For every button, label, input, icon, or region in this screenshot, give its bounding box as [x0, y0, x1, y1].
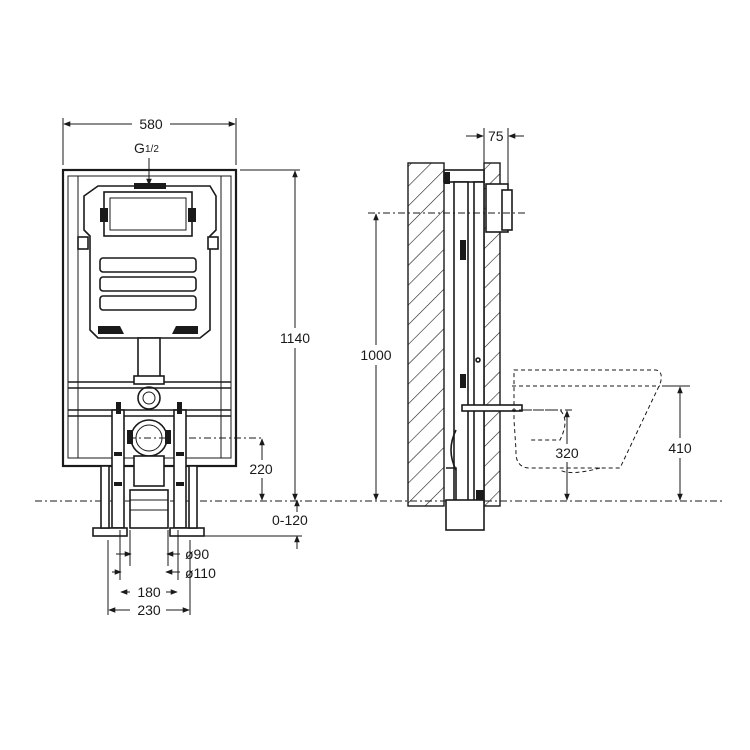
dim-depth: 75 — [466, 128, 524, 184]
pipe-d2-label: ø110 — [185, 565, 216, 581]
height-outlet-label: 320 — [555, 445, 579, 461]
dim-pipe-diameters: ø90 ø110 — [112, 530, 216, 581]
dim-connection: G 1/2 — [134, 140, 159, 186]
dim-bowl-height: 410 — [660, 385, 700, 501]
front-view: 580 G 1/2 1140 220 0-120 — [61, 114, 318, 618]
height-bowl-label: 410 — [668, 440, 692, 456]
width-label: 580 — [139, 116, 163, 132]
depth-label: 75 — [488, 128, 504, 144]
dim-adjust-range: 0-120 — [200, 499, 308, 549]
wall-left — [407, 162, 445, 507]
adjust-range-label: 0-120 — [272, 512, 308, 528]
dim-button-height: 1000 — [352, 212, 526, 501]
toilet-bowl — [512, 369, 662, 474]
frame-profile — [443, 169, 523, 531]
spacing1-label: 180 — [137, 584, 161, 600]
dim-outlet-height: 220 — [244, 438, 280, 501]
spacing2-label: 230 — [137, 602, 161, 618]
dim-outlet-height-side: 320 — [520, 409, 586, 501]
flush-pipe — [133, 337, 165, 410]
dim-width: 580 — [62, 114, 237, 165]
side-view: 75 1000 320 410 — [352, 128, 700, 531]
dim-total-height: 1140 — [240, 169, 318, 501]
support-legs — [92, 402, 205, 537]
connection-label: G — [134, 140, 145, 156]
dim-spacing: 180 230 — [107, 540, 191, 618]
outlet-height-label: 220 — [249, 461, 273, 477]
connection-frac: 1/2 — [145, 144, 159, 155]
height-total-label: 1140 — [280, 330, 310, 346]
height-button-label: 1000 — [360, 347, 391, 363]
cistern — [77, 183, 219, 339]
pipe-d1-label: ø90 — [185, 546, 209, 562]
drain-elbow — [129, 419, 262, 529]
